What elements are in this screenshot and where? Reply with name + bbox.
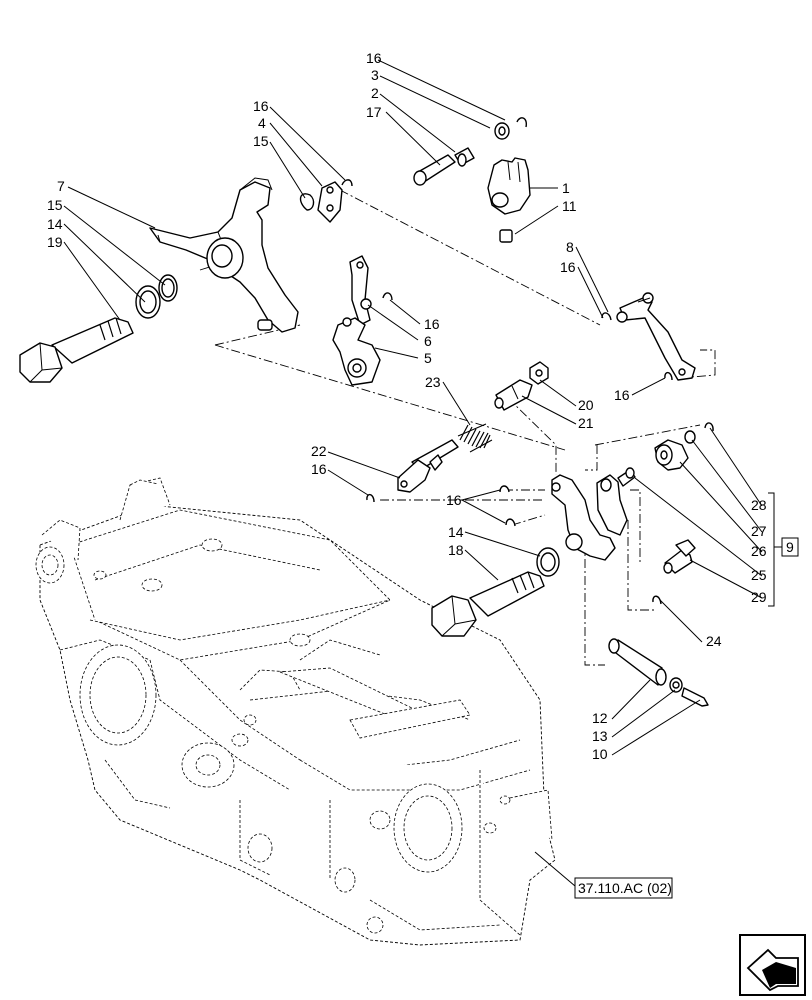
callout-labels: 16 3 2 17 1 11 16 4 15 7 15 14 19 8 16 1…: [47, 50, 767, 762]
bush-2[interactable]: [454, 147, 475, 167]
snap-ring-15[interactable]: [158, 274, 178, 302]
callout-13: 13: [592, 728, 608, 744]
callout-9: 9: [786, 539, 794, 555]
callout-18: 18: [448, 542, 464, 558]
callout-8: 8: [566, 239, 574, 255]
callout-5: 5: [424, 350, 432, 366]
callout-16: 16: [424, 316, 440, 332]
callout-21: 21: [578, 415, 594, 431]
reference-label: 37.110.AC (02): [578, 880, 672, 896]
bolt-18[interactable]: [431, 571, 545, 637]
callout-15: 15: [47, 197, 63, 213]
callout-16: 16: [311, 461, 327, 477]
pin-17[interactable]: [413, 154, 456, 186]
clip-16d[interactable]: [664, 371, 673, 381]
callout-23: 23: [425, 374, 441, 390]
clip-16b[interactable]: [516, 117, 528, 128]
assembly-callout-9[interactable]: 9: [781, 537, 799, 557]
next-page-arrow-icon[interactable]: [739, 934, 806, 996]
clip-16a[interactable]: [341, 179, 353, 187]
lift-arm[interactable]: [149, 177, 299, 333]
snap-ring-15b[interactable]: [299, 193, 315, 211]
spring-23[interactable]: [457, 423, 493, 453]
callout-7: 7: [57, 178, 65, 194]
link-6[interactable]: [349, 255, 372, 326]
pin-21[interactable]: [494, 379, 533, 411]
bracket-4[interactable]: [317, 181, 343, 223]
callout-24: 24: [706, 633, 722, 649]
callout-28: 28: [751, 497, 767, 513]
callout-26: 26: [751, 543, 767, 559]
leader-lines: [63, 59, 782, 887]
callout-15: 15: [253, 133, 269, 149]
pin-25[interactable]: [617, 467, 636, 487]
rod-22[interactable]: [397, 439, 459, 493]
reference-link[interactable]: 37.110.AC (02): [574, 877, 673, 899]
washer-14[interactable]: [135, 285, 161, 319]
clip-28[interactable]: [704, 422, 714, 432]
callout-10: 10: [592, 746, 608, 762]
callout-16: 16: [366, 50, 382, 66]
callout-22: 22: [311, 443, 327, 459]
washer-14b[interactable]: [536, 547, 560, 577]
callout-29: 29: [751, 589, 767, 605]
callout-16: 16: [560, 259, 576, 275]
callout-27: 27: [751, 523, 767, 539]
callout-16: 16: [614, 387, 630, 403]
nut-11[interactable]: [499, 229, 513, 243]
callout-6: 6: [424, 333, 432, 349]
callout-12: 12: [592, 710, 608, 726]
sleeve-12[interactable]: [608, 638, 667, 686]
clip-16c[interactable]: [601, 312, 612, 321]
callout-3: 3: [371, 67, 379, 83]
clip-24[interactable]: [652, 595, 662, 605]
callout-19: 19: [47, 234, 63, 250]
callout-14: 14: [47, 216, 63, 232]
roller-26[interactable]: [654, 439, 689, 471]
callout-20: 20: [578, 397, 594, 413]
callout-17: 17: [366, 104, 382, 120]
cam-5[interactable]: [332, 317, 381, 386]
nut-20[interactable]: [529, 361, 549, 385]
callout-16: 16: [446, 492, 462, 508]
lever-8[interactable]: [616, 292, 696, 381]
pin-10[interactable]: [681, 687, 709, 707]
lift-housing: [35, 477, 556, 946]
pin-29[interactable]: [663, 539, 696, 574]
callout-16: 16: [253, 98, 269, 114]
lower-lever[interactable]: [551, 474, 628, 561]
clip-16e[interactable]: [382, 292, 393, 301]
clip-16g[interactable]: [499, 485, 510, 493]
nut-13[interactable]: [669, 677, 683, 693]
clip-16h[interactable]: [505, 518, 516, 527]
fork-1[interactable]: [487, 157, 531, 215]
callout-14: 14: [448, 524, 464, 540]
callout-1: 1: [562, 180, 570, 196]
clip-16f[interactable]: [366, 493, 375, 503]
callout-2: 2: [371, 85, 379, 101]
callout-4: 4: [258, 115, 266, 131]
bolt-19[interactable]: [19, 317, 134, 383]
roller-3[interactable]: [494, 122, 510, 140]
callout-25: 25: [751, 567, 767, 583]
callout-11: 11: [562, 198, 577, 214]
